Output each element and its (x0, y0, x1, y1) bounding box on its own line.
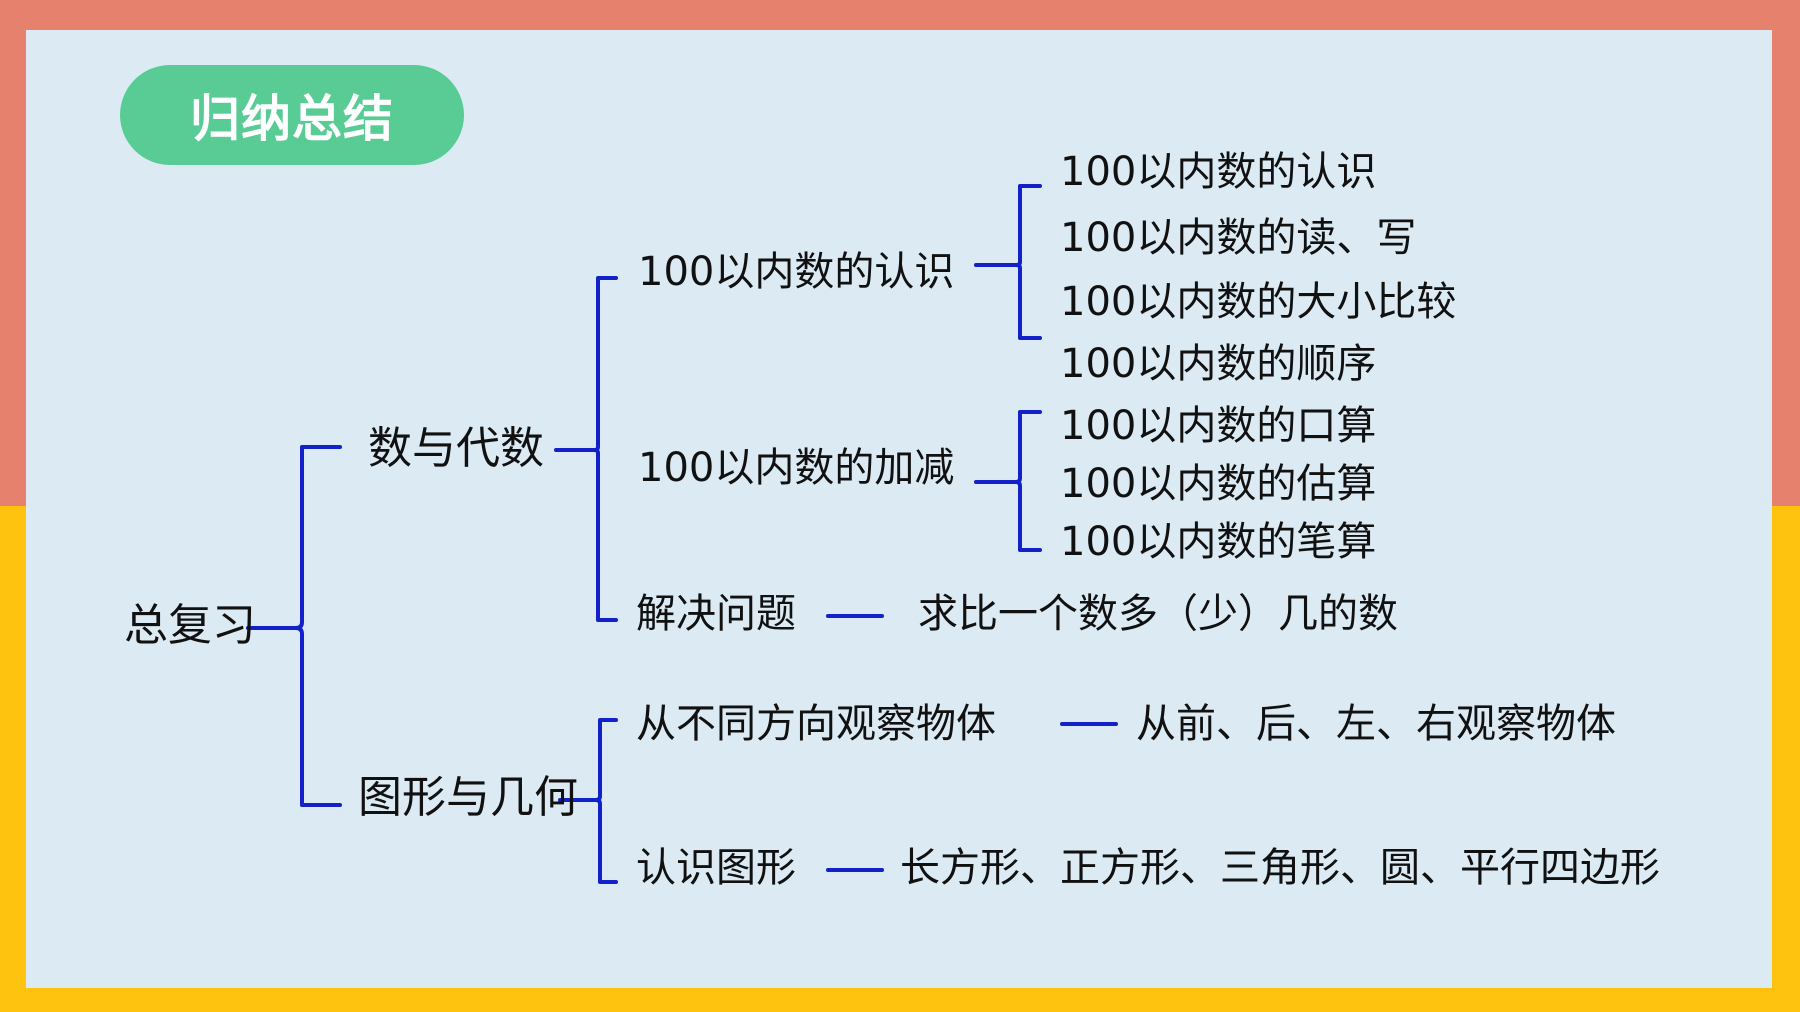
node-shapes-label: 认识图形 (636, 845, 796, 891)
leaf-recognition-4: 100以内数的顺序 (1060, 341, 1377, 387)
leaf-addsub-3: 100以内数的笔算 (1060, 519, 1377, 565)
node-addsub-brace (1014, 410, 1042, 552)
node-problem-label: 解决问题 (636, 591, 796, 637)
leaf-recognition-3: 100以内数的大小比较 (1060, 279, 1457, 325)
node-problem-detail: 求比一个数多（少）几的数 (918, 591, 1398, 637)
branch-geometry-label: 图形与几何 (358, 772, 578, 823)
summary-badge: 归纳总结 (120, 65, 464, 165)
node-observe-label: 从不同方向观察物体 (636, 701, 996, 747)
node-recognition-brace (1014, 184, 1042, 340)
branch-geometry-brace (594, 718, 618, 884)
root-brace (294, 445, 342, 807)
node-recognition-label: 100以内数的认识 (638, 249, 955, 295)
branch-algebra-brace (592, 276, 618, 622)
leaf-recognition-2: 100以内数的读、写 (1060, 215, 1417, 261)
node-observe-detail: 从前、后、左、右观察物体 (1136, 701, 1616, 747)
node-shapes-detail: 长方形、正方形、三角形、圆、平行四边形 (900, 845, 1660, 891)
branch-algebra-label: 数与代数 (368, 423, 544, 474)
root-label: 总复习 (124, 600, 256, 651)
leaf-recognition-1: 100以内数的认识 (1060, 149, 1377, 195)
leaf-addsub-1: 100以内数的口算 (1060, 403, 1377, 449)
content-panel (26, 30, 1772, 988)
node-addsub-label: 100以内数的加减 (638, 445, 955, 491)
leaf-addsub-2: 100以内数的估算 (1060, 461, 1377, 507)
